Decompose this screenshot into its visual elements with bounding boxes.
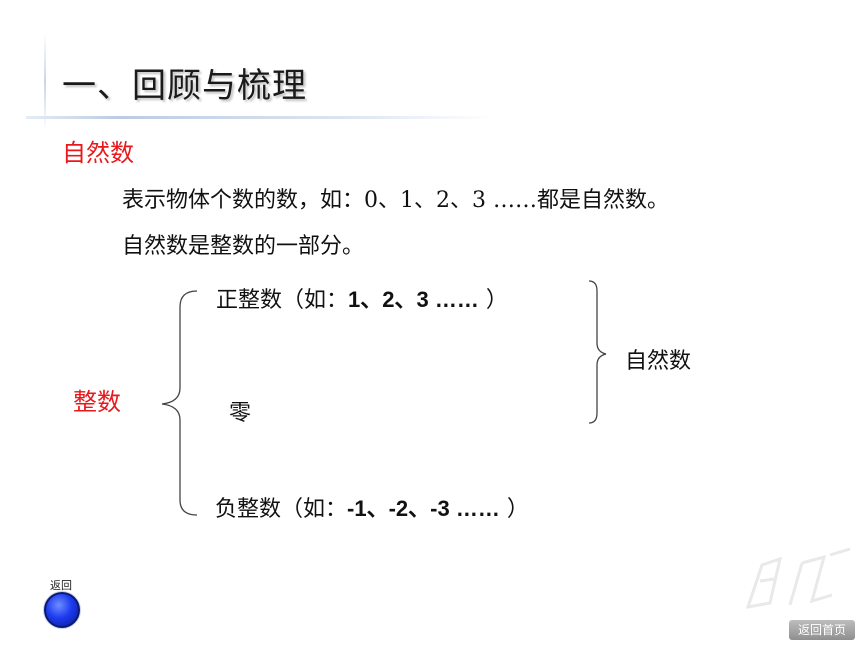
back-label: 返回 [50,579,72,592]
back-button[interactable] [44,592,80,628]
definition-prefix: 表示物体个数的数，如： [122,188,365,213]
left-brace [161,290,198,516]
section-heading: 自然数 [62,139,134,167]
definition-numbers: 0、1、2、3 [364,188,487,213]
negative-examples: -1、-2、-3 …… [347,496,500,521]
negative-close: ） [499,497,529,522]
negative-prefix: 负整数（如： [215,497,348,522]
slide-title: 一、回顾与梳理 [62,66,307,106]
title-underline [26,116,496,119]
statement-line: 自然数是整数的一部分。 [122,234,365,259]
right-brace [588,280,607,424]
positive-close: ） [478,288,508,313]
title-decor-vertical-line [44,32,46,132]
home-button[interactable]: 返回首页 [789,620,855,640]
zero-item: 零 [229,401,252,426]
positive-integer-item: 正整数（如：1、2、3 …… ） [216,282,508,314]
watermark-logo [745,547,851,609]
negative-integer-item: 负整数（如：-1、-2、-3 …… ） [215,491,529,523]
definition-suffix: ……都是自然数。 [486,188,670,213]
definition-line: 表示物体个数的数，如：0、1、2、3 ……都是自然数。 [122,182,669,214]
positive-prefix: 正整数（如： [216,288,349,313]
natural-number-label: 自然数 [625,349,692,374]
positive-examples: 1、2、3 …… [348,287,479,312]
integer-label: 整数 [73,388,121,416]
